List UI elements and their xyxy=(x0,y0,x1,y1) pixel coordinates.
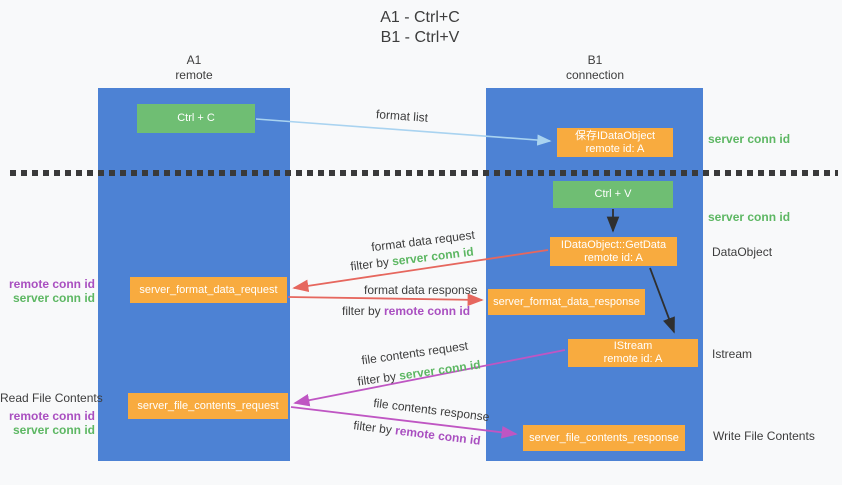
file-response-filter-label: filter by remote conn id xyxy=(353,418,482,447)
title-line-1: A1 - Ctrl+C xyxy=(380,9,460,26)
lane-header-a1: A1 remote xyxy=(134,53,254,83)
diagram-title: A1 - Ctrl+C B1 - Ctrl+V xyxy=(320,8,520,48)
format-request-conn-ids: remote conn id server conn id xyxy=(0,277,95,305)
lane-a1-name: A1 xyxy=(186,53,202,67)
remote-conn-id-label: remote conn id xyxy=(8,277,95,291)
format-data-response-label: format data response xyxy=(364,283,478,297)
remote-conn-id-text: remote conn id xyxy=(394,423,482,448)
lane-header-b1: B1 connection xyxy=(535,53,655,83)
getdata-line1: IDataObject::GetData xyxy=(560,238,667,251)
server-conn-id-label-top: server conn id xyxy=(708,132,791,146)
istream-line2: remote id: A xyxy=(603,353,663,365)
filter-by-text: filter by xyxy=(356,368,401,389)
read-file-contents-label: Read File Contents xyxy=(0,391,103,405)
save-dataobject-line2: remote id: A xyxy=(585,142,645,155)
server-format-data-response-box: server_format_data_response xyxy=(488,289,645,315)
ctrl-c-label: Ctrl + C xyxy=(177,112,215,124)
filter-by-text: filter by xyxy=(349,254,394,274)
ctrl-v-box: Ctrl + V xyxy=(553,181,673,208)
server-file-contents-request-label: server_file_contents_request xyxy=(137,399,279,412)
ctrl-v-label: Ctrl + V xyxy=(594,188,632,200)
server-file-contents-response-box: server_file_contents_response xyxy=(523,425,685,451)
server-conn-id-label: server conn id xyxy=(12,291,95,305)
getdata-line2: remote id: A xyxy=(584,251,643,264)
format-list-label: format list xyxy=(375,107,429,125)
save-dataobject-box: 保存IDataObject remote id: A xyxy=(557,128,673,157)
server-conn-id-label-mid: server conn id xyxy=(708,210,791,224)
lane-b1-name: B1 xyxy=(587,53,603,67)
save-dataobject-line1: 保存IDataObject xyxy=(574,129,656,142)
server-conn-id-label: server conn id xyxy=(12,423,95,437)
remote-conn-id-label: remote conn id xyxy=(8,409,95,423)
file-request-conn-ids: remote conn id server conn id xyxy=(0,409,95,437)
remote-conn-id-text: remote conn id xyxy=(384,304,471,318)
title-line-2: B1 - Ctrl+V xyxy=(380,29,460,46)
format-response-filter-label: filter by remote conn id xyxy=(342,304,470,318)
istream-line1: IStream xyxy=(613,340,653,352)
session-divider-dotted-line xyxy=(10,170,838,176)
istream-box: IStream remote id: A xyxy=(568,339,698,367)
lane-b1-role: connection xyxy=(565,68,625,82)
format-data-response-arrow xyxy=(287,293,484,307)
server-conn-id-text: server conn id xyxy=(398,357,482,383)
server-format-data-response-label: server_format_data_response xyxy=(493,295,640,308)
filter-by-text: filter by xyxy=(342,304,385,318)
filter-by-text: filter by xyxy=(352,418,397,438)
dataobject-label: DataObject xyxy=(712,245,773,259)
istream-side-label: Istream xyxy=(712,347,753,361)
server-file-contents-request-box: server_file_contents_request xyxy=(128,393,288,419)
server-format-data-request-label: server_format_data_request xyxy=(139,283,278,296)
write-file-contents-label: Write File Contents xyxy=(713,429,815,443)
ctrl-c-box: Ctrl + C xyxy=(137,104,255,133)
getdata-box: IDataObject::GetData remote id: A xyxy=(550,237,677,266)
server-format-data-request-box: server_format_data_request xyxy=(130,277,287,303)
server-file-contents-response-label: server_file_contents_response xyxy=(529,431,679,444)
lane-a1-role: remote xyxy=(175,68,213,82)
file-contents-response-label: file contents response xyxy=(372,395,491,425)
